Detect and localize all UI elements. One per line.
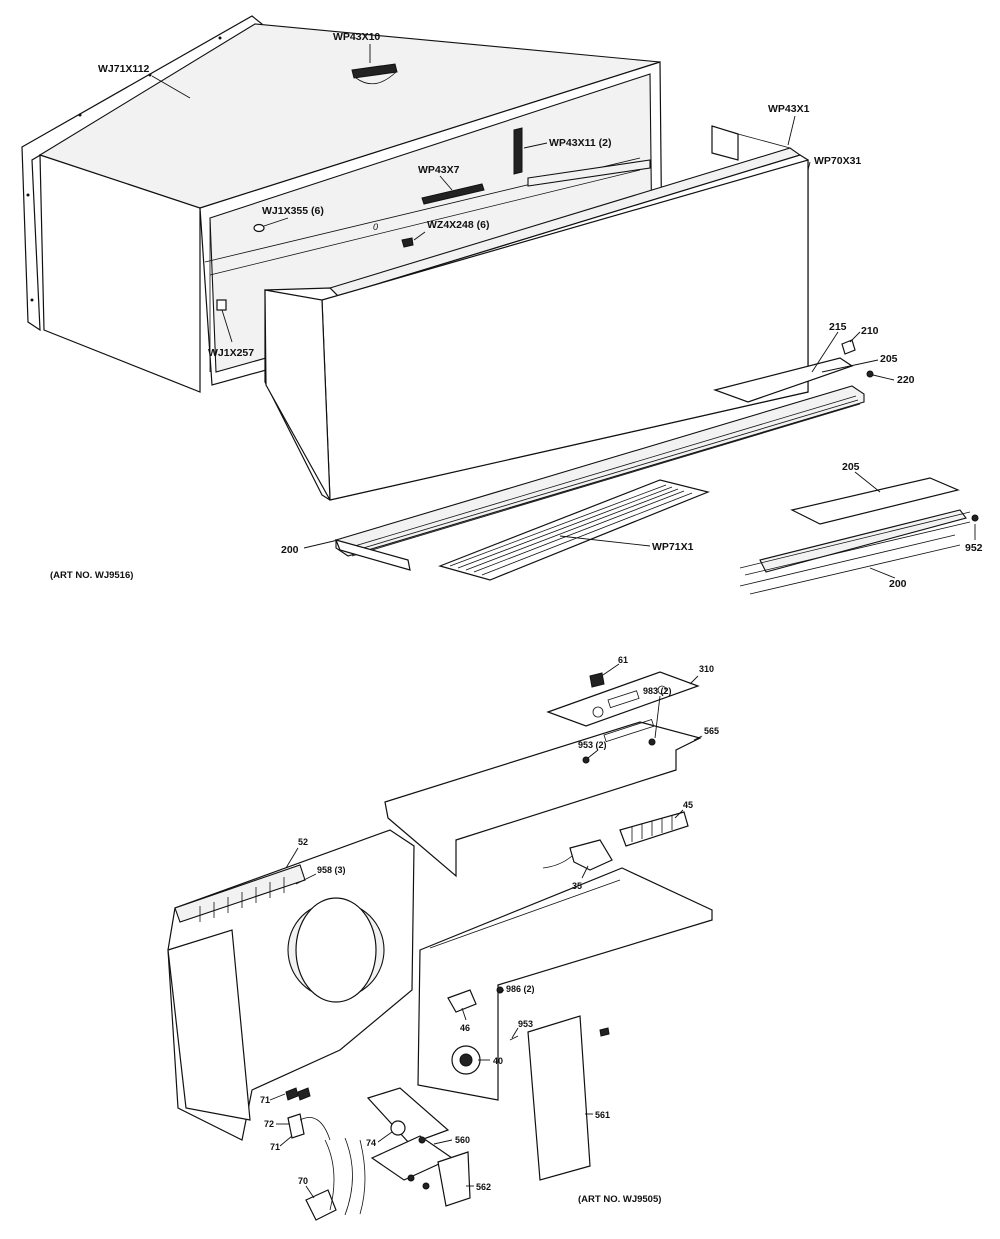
- label-61: 61: [618, 655, 628, 665]
- label-wp43x11: WP43X11 (2): [549, 137, 611, 149]
- top-leader-lines: [151, 44, 976, 579]
- label-74: 74: [366, 1138, 376, 1148]
- label-71-upper: 71: [260, 1095, 270, 1105]
- label-200-detail: 200: [889, 578, 907, 590]
- label-wz4x248: WZ4X248 (6): [427, 219, 489, 231]
- label-wp43x7: WP43X7: [418, 164, 460, 176]
- label-952: 952: [965, 542, 983, 554]
- label-wp43x10: WP43X10: [333, 31, 380, 43]
- front-cover-assembly: [264, 125, 809, 501]
- label-200-main: 200: [281, 544, 299, 556]
- label-zero: 0: [373, 222, 378, 232]
- chassis-assembly: [167, 671, 713, 1221]
- label-wj1x355: WJ1X355 (6): [262, 205, 324, 217]
- label-983: 983 (2): [643, 686, 672, 696]
- label-70: 70: [298, 1176, 308, 1186]
- label-205-upper: 205: [880, 353, 898, 365]
- label-35: 35: [572, 881, 582, 891]
- bottom-leader-lines: [269, 663, 703, 1199]
- label-wp43x1: WP43X1: [768, 103, 810, 115]
- label-310: 310: [699, 664, 714, 674]
- label-wj71x112: WJ71X112: [98, 63, 150, 75]
- label-71-lower: 71: [270, 1142, 280, 1152]
- label-wp71x1: WP71X1: [652, 541, 694, 553]
- label-210: 210: [861, 325, 879, 337]
- label-986: 986 (2): [506, 984, 535, 994]
- label-72: 72: [264, 1119, 274, 1129]
- label-561: 561: [595, 1110, 610, 1120]
- detail-inset: [739, 477, 979, 595]
- label-220: 220: [897, 374, 915, 386]
- art-number-top: (ART NO. WJ9516): [50, 570, 133, 581]
- label-52: 52: [298, 837, 308, 847]
- label-560: 560: [455, 1135, 470, 1145]
- bottom-part-labels: 61 310 983 (2) 953 (2) 565 45 35 52 958 …: [260, 655, 719, 1205]
- label-958: 958 (3): [317, 865, 346, 875]
- top-part-labels: WJ71X112 WP43X10 WP43X1 WP43X11 (2) WP70…: [50, 31, 983, 590]
- label-562: 562: [476, 1182, 491, 1192]
- label-wj1x257: WJ1X257: [208, 347, 254, 359]
- label-45: 45: [683, 800, 693, 810]
- label-215: 215: [829, 321, 847, 333]
- label-953-lower: 953: [518, 1019, 533, 1029]
- label-953-upper: 953 (2): [578, 740, 607, 750]
- label-wp70x31: WP70X31: [814, 155, 861, 167]
- grille-slots: [449, 484, 693, 576]
- art-number-bottom: (ART NO. WJ9505): [578, 1194, 661, 1205]
- label-565: 565: [704, 726, 719, 736]
- label-40: 40: [493, 1056, 503, 1066]
- label-205-lower: 205: [842, 461, 860, 473]
- label-46: 46: [460, 1023, 470, 1033]
